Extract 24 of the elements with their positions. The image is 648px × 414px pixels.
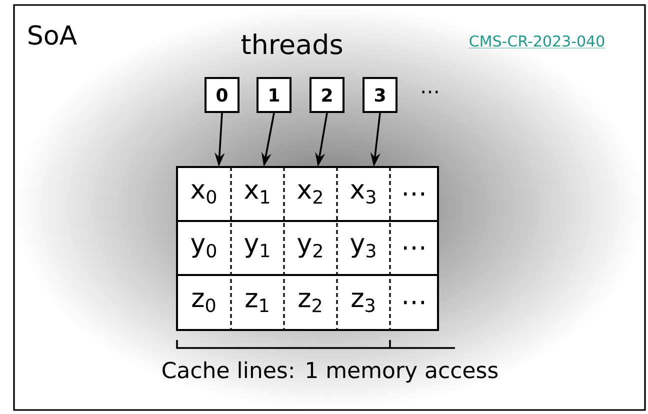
table-cell: … [404, 192, 424, 196]
table-cell: z$_{3}$ [352, 292, 374, 312]
table-cell: x$_{2}$ [298, 184, 322, 204]
heading: SoA [28, 25, 77, 45]
table-cell: … [404, 300, 424, 304]
table-cell: z$_{0}$ [192, 292, 216, 312]
thread-box: 3 [362, 77, 398, 113]
ellipsis: … [422, 90, 438, 94]
table-cell: y$_{0}$ [191, 238, 216, 258]
table-cell: y$_{3}$ [350, 238, 376, 258]
thread-box: 1 [256, 77, 292, 113]
table-cell: … [404, 246, 424, 250]
table-cell: y$_{2}$ [298, 238, 322, 258]
thread-box: 2 [310, 77, 344, 113]
table-cell: x$_{0}$ [191, 184, 216, 204]
caption: Cache lines: 1 memory access [162, 361, 498, 383]
table-cell: y$_{1}$ [244, 238, 270, 258]
table-cell: x$_{1}$ [244, 184, 270, 204]
table-cell: z$_{1}$ [246, 293, 268, 312]
table-cell: x$_{3}$ [350, 184, 376, 204]
table-cell: z$_{2}$ [298, 292, 322, 312]
thread-box: 0 [204, 77, 240, 113]
heading: threads [241, 34, 342, 54]
link: CMS-CR-2023-040 [468, 35, 606, 48]
